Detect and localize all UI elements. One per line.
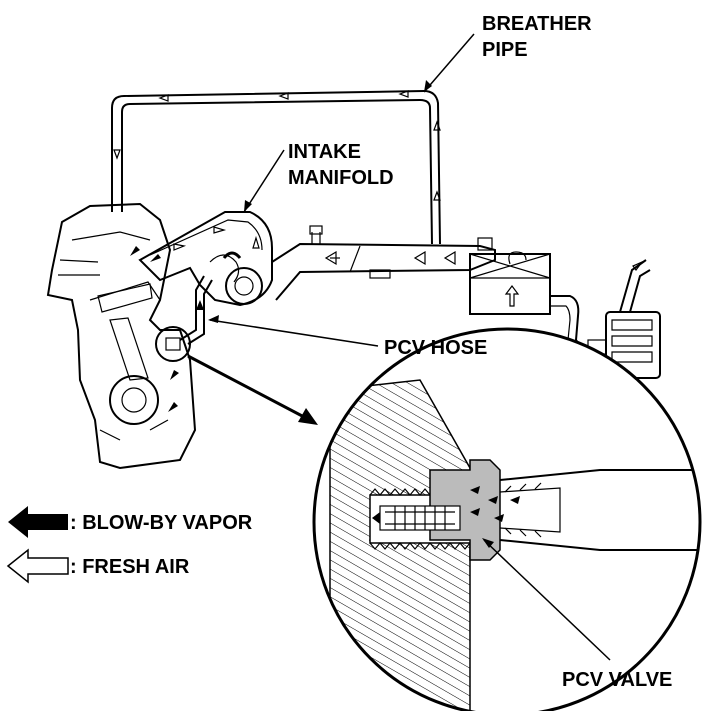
pcv-valve-detail-view (312, 327, 702, 716)
pcv-hose-label: PCV HOSE (384, 337, 487, 359)
air-cleaner (469, 251, 551, 315)
pcv-valve-locator-circle (155, 326, 191, 362)
blowby-arrow-icon (8, 506, 68, 538)
breather-pipe (111, 89, 441, 245)
fresh-air-arrow-icon (6, 548, 69, 584)
engine-block (46, 202, 197, 470)
intake-manifold-label-line1: INTAKE (288, 141, 361, 163)
intake-manifold (138, 211, 273, 307)
pcv-valve-label: PCV VALVE (562, 669, 672, 691)
legend: : BLOW-BY VAPOR : FRESH AIR (6, 506, 253, 584)
intake-duct (271, 225, 496, 301)
leader-lines (208, 33, 611, 661)
pcv-valve-small (165, 337, 181, 351)
breather-pipe-label-line2: PIPE (482, 39, 528, 61)
breather-pipe-label-line1: BREATHER (482, 13, 592, 35)
legend-blowby-label: : BLOW-BY VAPOR (70, 512, 253, 534)
intake-manifold-label-line2: MANIFOLD (288, 167, 394, 189)
magnify-pointer-arrow (187, 354, 318, 425)
legend-fresh-air-label: : FRESH AIR (70, 556, 190, 578)
pcv-hose (179, 275, 213, 345)
